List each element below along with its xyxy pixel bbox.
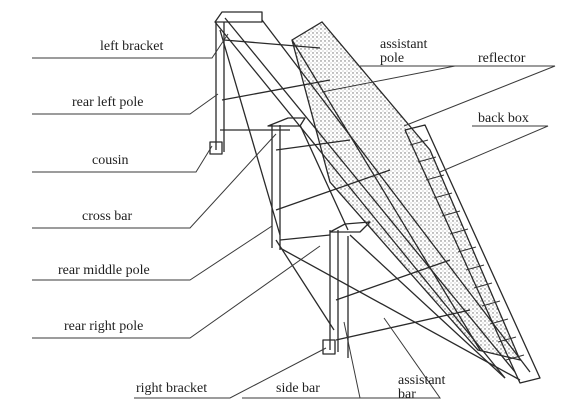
label-assistant-bar-2: bar	[398, 387, 416, 402]
rear-right-pole	[329, 221, 371, 358]
left-foot-bracket	[209, 141, 223, 155]
label-assistant-pole-2: pole	[380, 51, 404, 66]
side-bars	[279, 234, 521, 381]
label-reflector: reflector	[478, 51, 526, 66]
back-box	[404, 124, 541, 384]
labels: left bracket rear left pole cousin cross…	[58, 37, 529, 402]
right-bracket-foot	[322, 339, 336, 355]
label-rear-middle-pole: rear middle pole	[58, 263, 150, 278]
label-cousin: cousin	[92, 153, 129, 168]
label-rear-right-pole: rear right pole	[64, 319, 143, 334]
label-assistant-bar-1: assistant	[398, 373, 446, 388]
leader-lines	[32, 33, 556, 399]
label-side-bar: side bar	[276, 381, 320, 396]
label-right-bracket: right bracket	[136, 381, 207, 396]
label-assistant-pole-1: assistant	[380, 37, 428, 52]
label-back-box: back box	[478, 111, 529, 126]
label-cross-bar: cross bar	[82, 209, 132, 224]
rear-middle-pole	[267, 117, 306, 250]
cross-bars	[219, 29, 471, 341]
main-rails	[214, 17, 531, 379]
left-bracket-top	[214, 11, 263, 23]
label-left-bracket: left bracket	[100, 39, 163, 54]
label-rear-left-pole: rear left pole	[72, 95, 144, 110]
reflector-panel	[291, 21, 522, 361]
